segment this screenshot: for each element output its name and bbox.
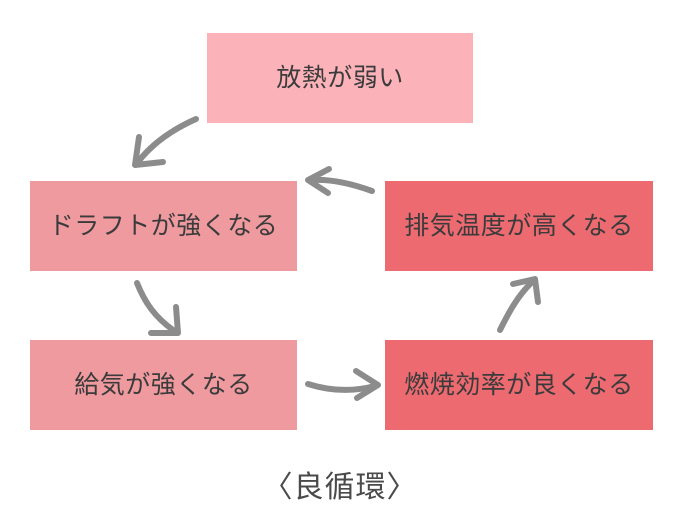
node-draft: ドラフトが強くなる xyxy=(30,181,297,271)
arrow-draft-to-intake-icon xyxy=(134,280,181,336)
node-combustion-efficiency-label: 燃焼効率が良くなる xyxy=(404,371,634,399)
arrow-combustion-to-exhaust-icon xyxy=(497,276,541,333)
arrow-heat-to-draft-icon xyxy=(132,116,199,168)
arrow-intake-to-combustion-icon xyxy=(305,368,381,401)
node-exhaust-temperature-label: 排気温度が高くなる xyxy=(404,212,634,240)
node-heat-dissipation-label: 放熱が弱い xyxy=(276,64,404,92)
diagram-caption: 〈良循環〉 xyxy=(262,471,418,504)
node-air-intake-label: 給気が強くなる xyxy=(74,371,253,399)
node-exhaust-temperature: 排気温度が高くなる xyxy=(385,181,653,271)
node-heat-dissipation: 放熱が弱い xyxy=(207,33,473,123)
node-draft-label: ドラフトが強くなる xyxy=(48,212,279,240)
node-air-intake: 給気が強くなる xyxy=(30,340,297,430)
node-combustion-efficiency: 燃焼効率が良くなる xyxy=(385,340,653,430)
arrow-exhaust-to-draft-icon xyxy=(305,166,375,196)
